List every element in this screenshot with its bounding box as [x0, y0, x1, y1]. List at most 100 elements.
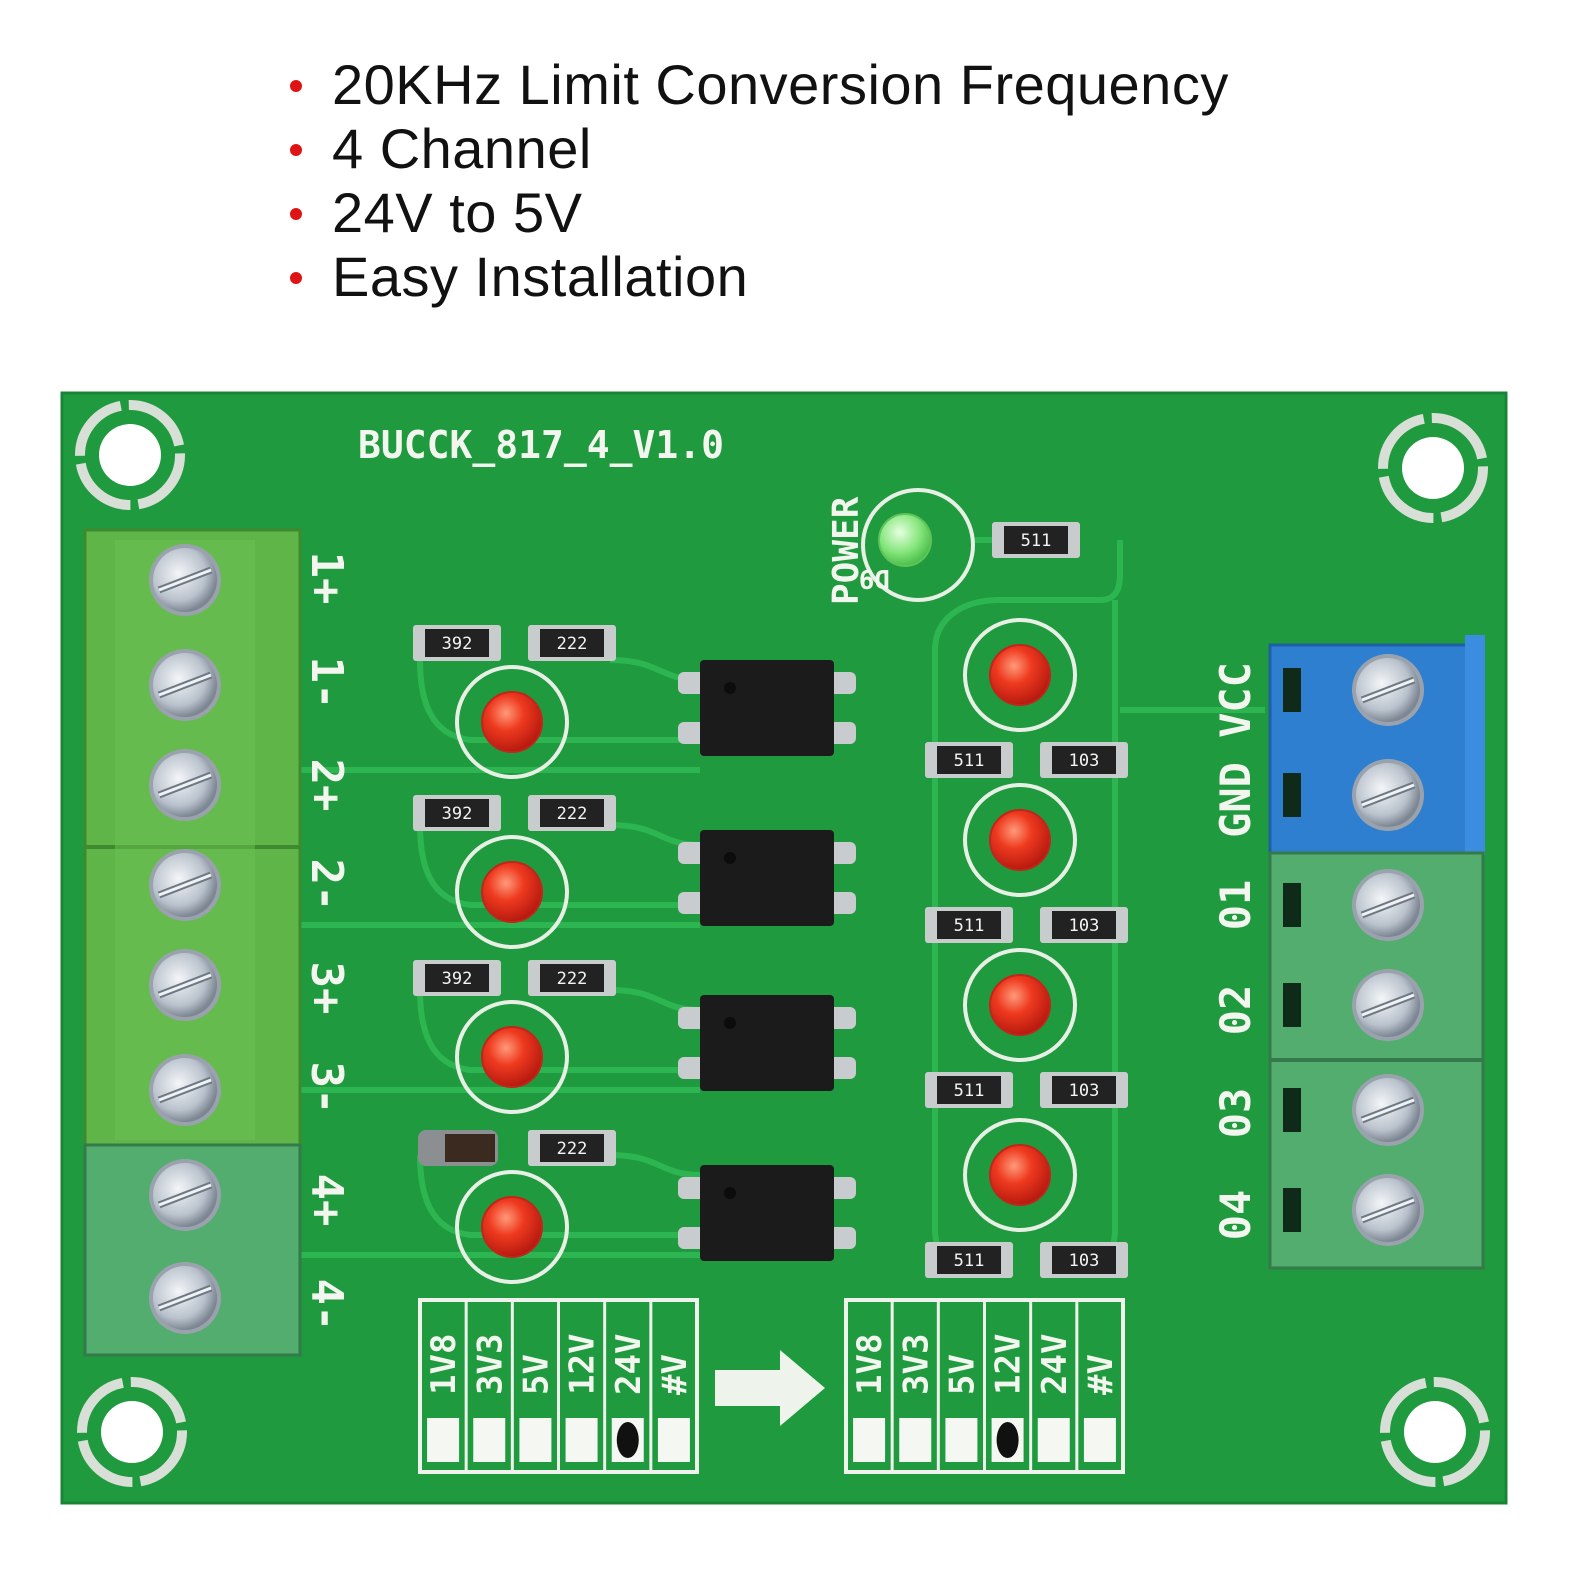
- output-pin-label: 02: [1211, 985, 1260, 1036]
- resistor: 103: [1040, 742, 1128, 778]
- resistor: 103: [1040, 1242, 1128, 1278]
- power-led: [861, 488, 975, 602]
- feature-text: Easy Installation: [332, 244, 749, 308]
- feature-item: 20KHz Limit Conversion Frequency: [290, 52, 1229, 116]
- solder-pad: [473, 1418, 506, 1462]
- input-pin-label: 1+: [301, 552, 352, 605]
- screw-icon: [149, 949, 221, 1021]
- pcb-substrate: [62, 393, 1506, 1503]
- selected-pad-mark: [996, 1422, 1019, 1458]
- voltage-option-label: 12V: [563, 1334, 603, 1395]
- screw-icon: [149, 1054, 221, 1126]
- red-led: [963, 1118, 1077, 1232]
- input-pin-label: 4-: [301, 1279, 352, 1332]
- solder-pad: [519, 1418, 552, 1462]
- resistor: 511: [925, 742, 1013, 778]
- red-led: [455, 1000, 569, 1114]
- mounting-hole-icon: [75, 400, 185, 510]
- voltage-option-label: 1V8: [850, 1334, 890, 1395]
- red-led: [963, 618, 1077, 732]
- voltage-option-label: 1V8: [424, 1334, 464, 1395]
- feature-item: Easy Installation: [290, 244, 1229, 308]
- mounting-hole-icon: [1380, 1377, 1490, 1487]
- feature-text: 4 Channel: [332, 116, 592, 180]
- wire-slot: [1283, 773, 1301, 817]
- output-pin-label: 04: [1211, 1190, 1260, 1241]
- damaged-resistor: [418, 1130, 498, 1166]
- resistor: 222: [528, 960, 616, 996]
- red-led: [455, 665, 569, 779]
- input-pin-label: 1-: [301, 657, 352, 710]
- resistor-code: 222: [557, 969, 588, 989]
- voltage-option-label: 12V: [989, 1334, 1029, 1395]
- feature-item: 24V to 5V: [290, 180, 1229, 244]
- solder-pad: [1037, 1418, 1070, 1462]
- resistor: 392: [413, 625, 501, 661]
- mounting-hole-icon: [1378, 413, 1488, 523]
- solder-pad: [565, 1418, 598, 1462]
- wire-slot: [1283, 1188, 1301, 1232]
- solder-pad: [853, 1418, 886, 1462]
- screw-icon: [149, 649, 221, 721]
- resistor: 222: [528, 1130, 616, 1166]
- screw-icon: [1352, 969, 1424, 1041]
- screw-icon: [1352, 654, 1424, 726]
- screw-icon: [149, 1159, 221, 1231]
- screw-icon: [149, 544, 221, 616]
- red-led: [455, 1170, 569, 1284]
- solder-pad: [899, 1418, 932, 1462]
- bullet-icon: [290, 272, 302, 284]
- board-label: BUCCK_817_4_V1.0: [358, 423, 724, 467]
- arrow-right-icon: [715, 1350, 825, 1426]
- resistor-code: 511: [954, 1081, 985, 1101]
- input-pin-label: 3-: [301, 1062, 352, 1115]
- optocoupler-chip: [678, 830, 856, 926]
- resistor-code: 103: [1069, 751, 1100, 771]
- red-led: [963, 783, 1077, 897]
- wire-slot: [1283, 668, 1301, 712]
- output-pin-label: VCC: [1211, 662, 1260, 738]
- selected-pad-mark: [616, 1422, 639, 1458]
- optocoupler-chip: [678, 995, 856, 1091]
- wire-slot: [1283, 1088, 1301, 1132]
- feature-item: 4 Channel: [290, 116, 1229, 180]
- optocoupler-chip: [678, 660, 856, 756]
- feature-text: 20KHz Limit Conversion Frequency: [332, 52, 1229, 116]
- resistor: 103: [1040, 907, 1128, 943]
- input-pin-label: 2-: [301, 859, 352, 912]
- solder-pad: [1083, 1418, 1116, 1462]
- resistor: 511: [992, 522, 1080, 558]
- resistor-code: 511: [954, 1251, 985, 1271]
- input-pin-label: 4+: [301, 1174, 352, 1227]
- d9-label: D9: [859, 563, 890, 593]
- voltage-option-label: 5V: [942, 1354, 982, 1395]
- output-pin-label: 03: [1211, 1088, 1260, 1139]
- screw-icon: [1352, 759, 1424, 831]
- resistor-code: 222: [557, 1139, 588, 1159]
- voltage-option-label: #V: [655, 1354, 695, 1395]
- red-led: [455, 835, 569, 949]
- resistor-code: 222: [557, 804, 588, 824]
- input-pin-label: 3+: [301, 962, 352, 1015]
- solder-pad: [427, 1418, 460, 1462]
- voltage-option-label: 5V: [516, 1354, 556, 1395]
- resistor-code: 392: [442, 804, 473, 824]
- resistor: 222: [528, 625, 616, 661]
- screw-icon: [1352, 1174, 1424, 1246]
- solder-pad: [657, 1418, 690, 1462]
- bullet-icon: [290, 80, 302, 92]
- resistor: 103: [1040, 1072, 1128, 1108]
- bullet-icon: [290, 208, 302, 220]
- input-pin-label: 2+: [301, 759, 352, 812]
- voltage-option-label: #V: [1081, 1354, 1121, 1395]
- output-pin-label: 01: [1211, 880, 1260, 931]
- voltage-option-label: 24V: [609, 1334, 649, 1395]
- bullet-icon: [290, 144, 302, 156]
- screw-icon: [1352, 1074, 1424, 1146]
- resistor-code: 392: [442, 634, 473, 654]
- input-terminal-block: [83, 528, 302, 1357]
- feature-text: 24V to 5V: [332, 180, 583, 244]
- resistor-code: 511: [954, 916, 985, 936]
- voltage-option-label: 24V: [1035, 1334, 1075, 1395]
